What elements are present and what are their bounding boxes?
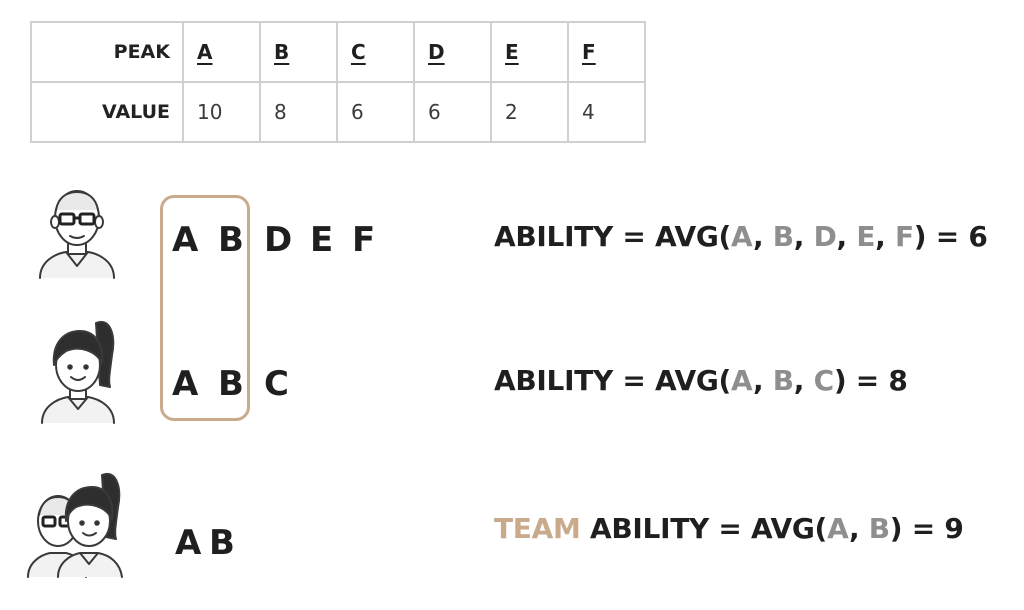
row2-peak-a: A [172, 364, 199, 404]
row3-arg-b: B [868, 512, 890, 545]
row1-ability-formula: ABILITY = AVG(A, B, D, E, F) = 6 [494, 220, 988, 253]
value-header-label: VALUE [30, 81, 184, 143]
row1-formula-rhs: ) = 6 [913, 220, 988, 253]
row1-peak-b: B [218, 220, 244, 260]
value-row: VALUE 10 8 6 6 2 4 [30, 81, 646, 143]
peak-cell-d: D [413, 21, 492, 83]
row1-peak-e: E [310, 220, 334, 260]
row2-peak-b: B [218, 364, 244, 404]
row1-arg-b: B [772, 220, 794, 253]
row3-formula-lhs: ABILITY = AVG( [590, 512, 828, 545]
row1-peak-a: A [172, 220, 199, 260]
woman-avatar-icon [41, 320, 115, 424]
row2-arg-a: A [731, 364, 753, 397]
row1-arg-d: D [813, 220, 837, 253]
value-cell-c: 6 [336, 81, 415, 143]
row3-peak-a: A [175, 523, 202, 563]
row1-arg-f: F [894, 220, 914, 253]
peak-cell-c: C [336, 21, 415, 83]
row3-team-ability-formula: TEAM ABILITY = AVG(A, B) = 9 [494, 512, 964, 545]
peak-cell-b: B [259, 21, 338, 83]
man-avatar-icon [39, 190, 115, 279]
row3-formula-rhs: ) = 9 [889, 512, 964, 545]
row3-arg-a: A [827, 512, 849, 545]
shared-peaks-highlight-box [160, 195, 250, 421]
row2-ability-formula: ABILITY = AVG(A, B, C) = 8 [494, 364, 908, 397]
peak-cell-e: E [490, 21, 569, 83]
peak-value-table: PEAK A B C D E F VALUE 10 8 6 6 2 4 [30, 21, 646, 143]
row2-formula-lhs: ABILITY = AVG( [494, 364, 732, 397]
row3-team-label: TEAM [494, 512, 581, 545]
peak-header-row: PEAK A B C D E F [30, 21, 646, 83]
peak-header-label: PEAK [30, 21, 184, 83]
row2-peak-c: C [264, 364, 289, 404]
row2-arg-b: B [772, 364, 794, 397]
row1-formula-lhs: ABILITY = AVG( [494, 220, 732, 253]
row3-peak-b: B [209, 523, 235, 563]
team-avatar-icon [27, 472, 123, 578]
row1-peak-f: F [352, 220, 376, 260]
peak-cell-a: A [182, 21, 261, 83]
row2-formula-rhs: ) = 8 [833, 364, 908, 397]
row1-peak-d: D [264, 220, 293, 260]
row2-arg-c: C [813, 364, 835, 397]
value-cell-f: 4 [567, 81, 646, 143]
value-cell-b: 8 [259, 81, 338, 143]
value-cell-e: 2 [490, 81, 569, 143]
peak-cell-f: F [567, 21, 646, 83]
row1-arg-a: A [731, 220, 753, 253]
value-cell-d: 6 [413, 81, 492, 143]
row1-arg-e: E [856, 220, 876, 253]
value-cell-a: 10 [182, 81, 261, 143]
